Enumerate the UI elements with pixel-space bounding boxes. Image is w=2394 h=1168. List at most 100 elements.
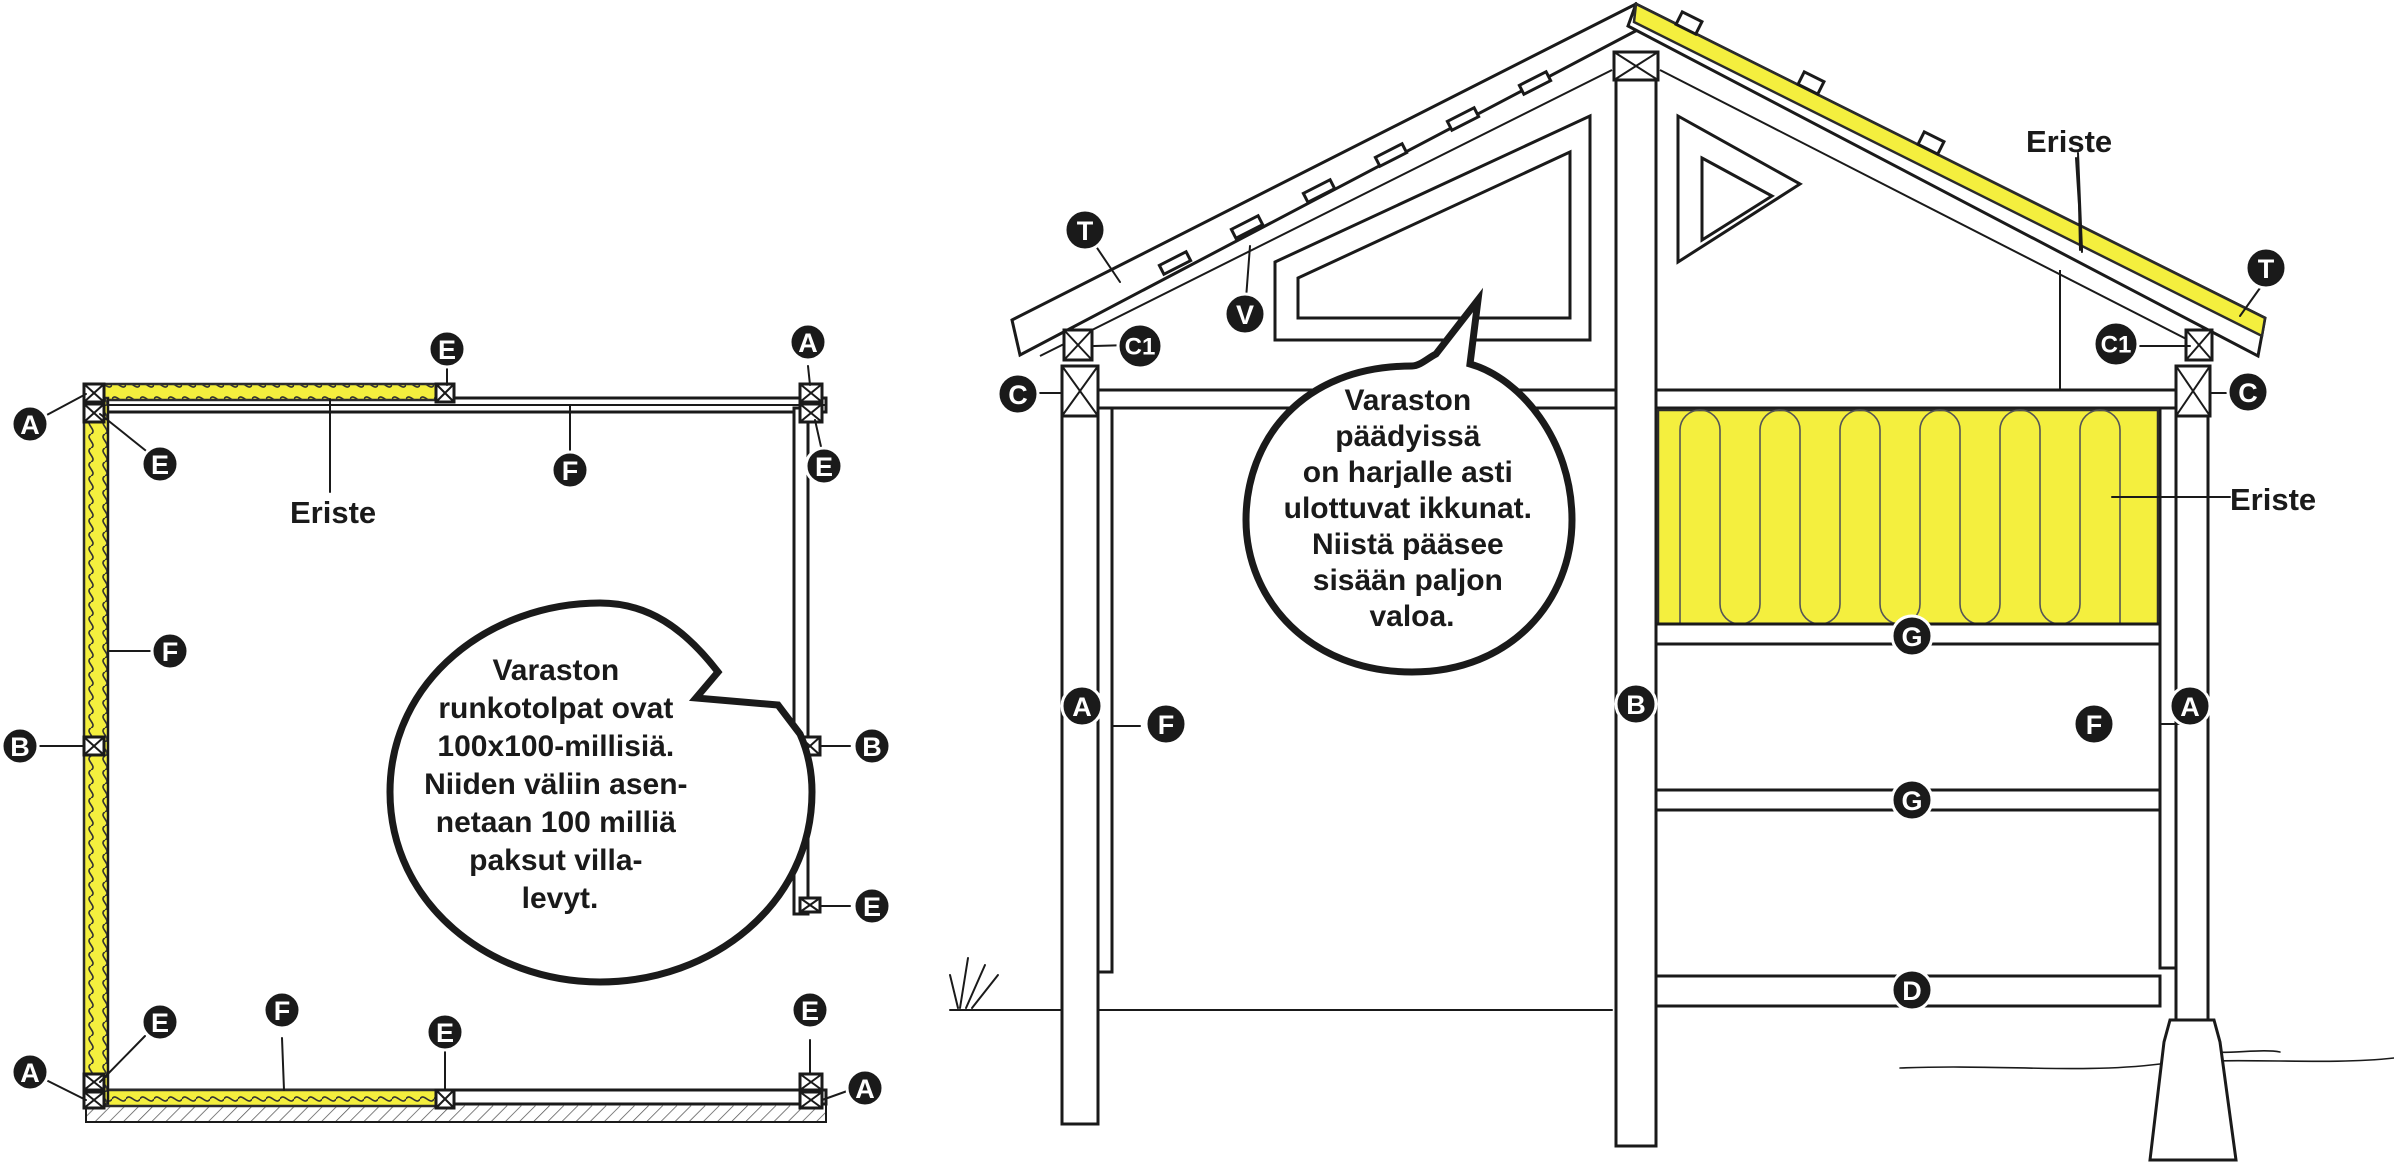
wall-insulation-label: Eriste: [2230, 482, 2316, 517]
svg-text:C: C: [2238, 378, 2258, 408]
inner-rafter-right: [1659, 69, 2201, 347]
svg-text:F: F: [162, 637, 179, 667]
marker-c1-section-left: C1: [1116, 322, 1164, 370]
plan-bubble-line-1: Varaston: [492, 654, 619, 687]
plan-bubble-line-4: Niiden väliin asen-: [424, 768, 687, 801]
marker-f-plan-bottom: F: [262, 990, 302, 1030]
section-bubble-line-2: päädyissä: [1335, 420, 1480, 453]
plan-bottom-cladding: [85, 1103, 827, 1123]
ground-right: [1899, 1057, 2394, 1070]
marker-a-section-left: A: [1060, 684, 1104, 728]
marker-f-plan-left: F: [150, 631, 190, 671]
stud-left-inner: [1096, 406, 1114, 974]
plan-bubble-line-7: levyt.: [522, 882, 599, 915]
svg-text:C1: C1: [1125, 334, 1156, 361]
svg-text:F: F: [1158, 710, 1175, 740]
marker-c-section-right: C: [2226, 370, 2270, 414]
roof-insulation: [1632, 2, 2267, 338]
marker-t-section-left: T: [1063, 208, 1107, 252]
section-bubble-line-1: Varaston: [1344, 384, 1471, 417]
stud-right-inner: [2158, 406, 2178, 970]
plan-bottom-insulation-pattern: [104, 1090, 446, 1106]
svg-text:C1: C1: [2101, 332, 2132, 359]
marker-a-plan-bottom-left: A: [10, 1052, 50, 1092]
marker-e-plan-right-low: E: [852, 886, 892, 926]
section-speech-bubble: [1242, 287, 1576, 676]
marker-a-plan-bottom-right: A: [845, 1068, 885, 1108]
marker-a-plan-top-right: A: [788, 322, 828, 362]
svg-text:F: F: [2086, 710, 2103, 740]
inner-rafter-left: [1039, 69, 1613, 357]
svg-text:A: A: [2180, 692, 2200, 722]
svg-text:T: T: [2258, 254, 2275, 284]
svg-text:A: A: [1072, 692, 1092, 722]
section-view: Eriste Eriste Varaston päädyissä on harj…: [949, 1, 2394, 1162]
svg-text:B: B: [862, 732, 882, 762]
svg-text:A: A: [20, 1058, 40, 1088]
plan-bubble-line-6: paksut villa-: [469, 844, 642, 877]
wall-insulation: [1656, 408, 2160, 626]
svg-text:C: C: [1008, 380, 1028, 410]
gable-window-right-pane: [1700, 155, 1775, 243]
marker-e-plan-top-right: E: [804, 446, 844, 486]
plan-bubble-line-5: netaan 100 milliä: [436, 806, 676, 839]
marker-b-section-center: B: [1614, 682, 1658, 726]
plan-bubble-text: Varaston runkotolpat ovat 100x100-millis…: [424, 654, 696, 915]
marker-e-plan-top-mid: E: [427, 329, 467, 369]
svg-text:G: G: [1901, 786, 1922, 816]
marker-c1-section-right: C1: [2092, 320, 2140, 368]
section-bubble-line-7: valoa.: [1369, 600, 1454, 633]
marker-f-section-right: F: [2072, 702, 2116, 746]
marker-e-plan-top-left: E: [140, 444, 180, 484]
marker-d-section-bottom: D: [1890, 968, 1934, 1012]
post-left: [1060, 406, 1100, 1126]
roof-insulation-label: Eriste: [2026, 124, 2112, 159]
svg-text:B: B: [1626, 690, 1646, 720]
section-bubble-line-5: Niistä pääsee: [1312, 528, 1504, 561]
roof-battens: [1157, 9, 1946, 277]
window-glare: [1679, 238, 1741, 292]
svg-text:T: T: [1077, 216, 1094, 246]
svg-text:A: A: [798, 328, 818, 358]
marker-f-plan-top: F: [550, 450, 590, 490]
foundation-block: [2148, 1018, 2238, 1162]
marker-e-plan-bottom-right: E: [790, 990, 830, 1030]
svg-text:D: D: [1902, 976, 1922, 1006]
post-center: [1614, 68, 1658, 1148]
svg-text:F: F: [274, 996, 291, 1026]
svg-text:B: B: [10, 732, 30, 762]
section-bubble-line-4: ulottuvat ikkunat.: [1284, 492, 1532, 525]
plan-insulation-label: Eriste: [290, 495, 376, 530]
marker-g-section-top: G: [1890, 614, 1934, 658]
plan-view: Eriste Varaston runkotolpat ovat 100x100…: [0, 322, 892, 1123]
svg-text:A: A: [855, 1074, 875, 1104]
svg-text:E: E: [436, 1018, 454, 1048]
svg-text:A: A: [20, 410, 40, 440]
section-bubble-text: Varaston päädyissä on harjalle asti ulot…: [1284, 384, 1541, 633]
svg-text:E: E: [151, 1008, 169, 1038]
marker-b-plan-right: B: [852, 726, 892, 766]
plan-top-insulation-pattern: [104, 384, 446, 400]
plan-bubble-line-2: runkotolpat ovat: [438, 692, 673, 725]
marker-g-section-mid: G: [1890, 778, 1934, 822]
marker-e-plan-bottom-mid: E: [425, 1012, 465, 1052]
marker-v-section: V: [1223, 292, 1267, 336]
section-bubble-line-3: on harjalle asti: [1303, 456, 1513, 489]
marker-f-section-left: F: [1144, 702, 1188, 746]
svg-text:G: G: [1901, 622, 1922, 652]
svg-text:E: E: [863, 892, 881, 922]
plan-speech-bubble: [386, 599, 816, 986]
marker-a-section-right: A: [2168, 684, 2212, 728]
plan-bubble-line-3: 100x100-millisiä.: [437, 730, 674, 763]
marker-t-section-right: T: [2244, 246, 2288, 290]
svg-text:V: V: [1236, 300, 1254, 330]
marker-c-section-left: C: [996, 372, 1040, 416]
marker-e-plan-bottom-left: E: [140, 1002, 180, 1042]
gable-window-left-pane: [1296, 149, 1572, 320]
marker-a-plan-top-left: A: [10, 404, 50, 444]
grass-tuft: [949, 957, 999, 1009]
svg-text:E: E: [151, 450, 169, 480]
marker-b-plan-left: B: [0, 726, 40, 766]
